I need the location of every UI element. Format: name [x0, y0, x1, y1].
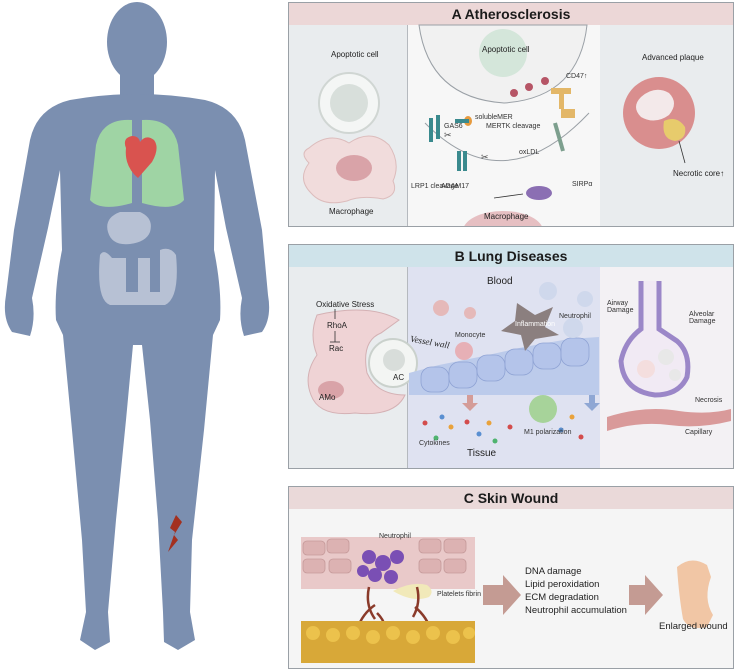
label-rac: Rac [329, 344, 344, 353]
macrophage-nucleus [336, 155, 372, 181]
center-macrophage-shape [464, 211, 542, 226]
intestines [99, 212, 177, 305]
label-adam17: ADAM17 [441, 183, 470, 190]
enlarged-wound-shape [677, 560, 713, 628]
label-monocyte: Monocyte [455, 332, 486, 339]
svg-text:✂: ✂ [444, 130, 452, 140]
human-body-figure [4, 2, 270, 650]
arrow-right-2 [629, 575, 663, 615]
panel-c-title: C Skin Wound [289, 487, 733, 509]
label-capillary: Capillary [685, 429, 713, 436]
heart [124, 136, 157, 178]
macrophage-membrane [424, 112, 590, 162]
panel-a-drawing: ✂ ✂ [303, 24, 695, 226]
effect-item: ECM degradation [525, 592, 599, 603]
label-enlarged-wound: Enlarged wound [659, 621, 728, 632]
skin-effects-list: DNA damage Lipid peroxidation ECM degrad… [525, 565, 627, 617]
label-amo: AMo [319, 393, 336, 402]
effect-item: Lipid peroxidation [525, 579, 600, 590]
svg-text:✂: ✂ [481, 152, 489, 162]
panel-b-title: B Lung Diseases [289, 245, 733, 267]
neutrophil-cell [563, 318, 583, 338]
label-necrotic-core: Necrotic core↑ [673, 169, 725, 178]
body-silhouette [4, 2, 270, 650]
m1-macrophage [529, 395, 557, 423]
label-rhoa: RhoA [327, 321, 348, 330]
label-airway-damage: Airway Damage [607, 300, 634, 314]
label-apoptotic-cell: Apoptotic cell [331, 50, 379, 59]
label-advanced-plaque: Advanced plaque [642, 53, 704, 62]
cd47-receptor [551, 88, 571, 94]
label-sirpa: SIRPα [572, 181, 593, 188]
label-blood: Blood [487, 276, 513, 287]
panel-lung-diseases: B Lung Diseases [288, 244, 734, 469]
leg-wound [168, 515, 182, 552]
apoptotic-cell-nucleus [330, 84, 368, 122]
label-lrp1-cleavage: LRP1 cleavage [411, 183, 459, 190]
label-macrophage: Macrophage [329, 207, 374, 216]
effect-item: DNA damage [525, 566, 582, 577]
label-cytokines: Cytokines [419, 440, 450, 447]
neutrophil-cluster [357, 550, 404, 584]
platelets-fibrin-shape [393, 583, 432, 599]
arrow-right-1 [483, 575, 521, 615]
label-center-apoptotic-cell: Apoptotic cell [482, 45, 530, 54]
panel-b-drawing [307, 281, 731, 444]
oxldl-complex [526, 186, 552, 200]
label-gas6: GAS6 [444, 123, 463, 130]
label-oxldl: oxLDL [519, 149, 540, 156]
label-neutrophil: Neutrophil [559, 313, 591, 320]
center-apoptotic-nucleus [479, 29, 527, 77]
label-c-neutrophil: Neutrophil [379, 533, 411, 540]
label-platelets-fibrin: Platelets fibrin [437, 591, 481, 598]
panel-atherosclerosis: A Atherosclerosis ✂ ✂ Ap [288, 2, 734, 227]
effect-item: Neutrophil accumulation [525, 605, 627, 616]
label-ac: AC [393, 373, 405, 382]
label-center-macrophage: Macrophage [484, 212, 529, 221]
label-necrosis: Necrosis [695, 397, 723, 404]
label-mertk-cleavage: MERTK cleavage [486, 123, 541, 130]
panel-skin-wound: C Skin Wound Neutrophil P [288, 486, 734, 669]
monocyte-cell [455, 342, 473, 360]
panel-a-title: A Atherosclerosis [289, 3, 733, 25]
label-cd47: CD47↑ [566, 73, 588, 80]
label-m1-polarization: M1 polarization [524, 429, 572, 436]
label-inflammation: Inflammation [515, 321, 556, 328]
label-alveolar-damage: Alveolar Damage [689, 311, 716, 325]
label-soluble-mer: solubleMER [475, 114, 513, 121]
capillary-shape [607, 409, 731, 431]
fat-layer [301, 621, 475, 663]
label-tissue: Tissue [467, 448, 497, 459]
necrotic-core-shape [663, 119, 686, 141]
inflammation-burst [501, 303, 559, 351]
label-oxidative-stress: Oxidative Stress [316, 300, 375, 309]
panel-c-drawing [301, 537, 713, 663]
